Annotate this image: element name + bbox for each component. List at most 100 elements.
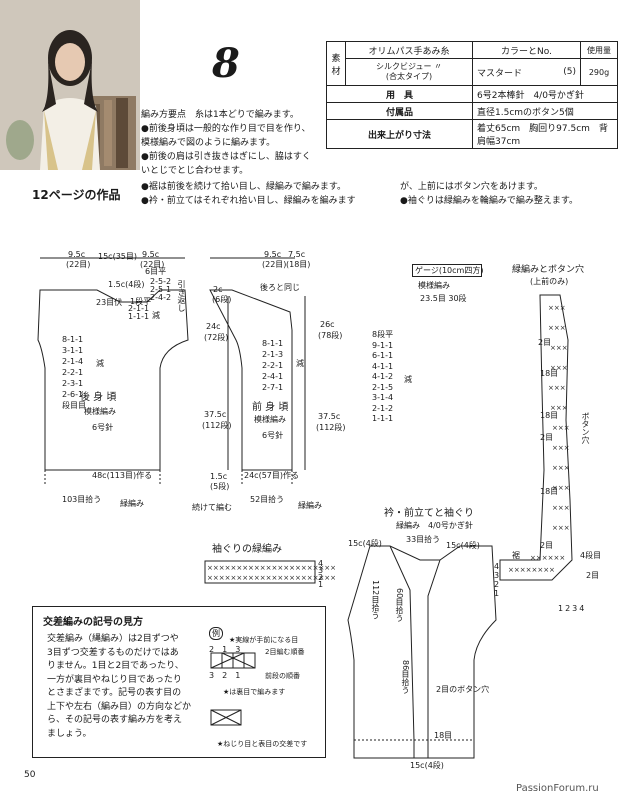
size-label: 出来上がり寸法 <box>326 119 473 149</box>
collar-top-right: 15c(4段) <box>446 541 480 550</box>
size-value: 着丈65cm 胸回り97.5cm 背肩幅37cm <box>472 119 618 149</box>
source-page: 12ページの作品 <box>32 188 121 202</box>
front-arm-h-rows: (72段) <box>204 333 229 342</box>
key-line: ましょう。 <box>47 728 92 739</box>
band-shoulder: 裾 <box>512 551 520 560</box>
collar-title: 衿・前立てと袖ぐり <box>384 508 474 519</box>
back-arm-row: 8-1-1 <box>62 335 84 344</box>
neck-dec-row: 6-1-1 <box>372 351 394 360</box>
instruction-line: いとじでとじ合わせます。 <box>141 166 249 176</box>
back-neck-sts: 23目伏 <box>96 298 123 307</box>
front-hem-pick: 52目拾う <box>250 495 285 504</box>
collar-neck-pick: 60目拾う <box>395 588 404 623</box>
front-arm-row: 8-1-1 <box>262 339 284 348</box>
instruction-line: ●衿・前立てはそれぞれ拾い目し、緑編みを編みます <box>141 196 356 206</box>
svg-text:×××: ××× <box>552 464 570 472</box>
key-note-1: ★実線が手前になる目 <box>229 636 299 644</box>
front-arm-row: 2-2-1 <box>262 361 284 370</box>
key-nums-bottom: 321 <box>209 671 248 680</box>
color-no: (5) <box>546 58 582 86</box>
band-row-num: 3 <box>494 571 500 580</box>
svg-text:×××: ××× <box>548 384 566 392</box>
band-label-5: 18目 <box>540 487 559 496</box>
collar-top-left: 15c(4段) <box>348 539 382 548</box>
band-label-6: 2目 <box>540 541 554 550</box>
neck-h1-rows: (78段) <box>318 331 343 340</box>
back-title: 後 身 頃 <box>80 392 117 403</box>
front-title: 前 身 頃 <box>252 402 289 413</box>
svg-text:×××: ××× <box>552 524 570 532</box>
back-dec-1: 2-5-2 <box>150 277 172 286</box>
key-line: ら、その記号の表す編み方を考え <box>47 715 183 725</box>
band-label-4: 2目 <box>540 433 554 442</box>
front-hem-h-rows: (5段) <box>210 482 230 491</box>
neck-dec-row: 2-1-2 <box>372 403 394 413</box>
key-note-4: ★は裏目で編みます <box>223 688 286 696</box>
color-name: マスタード <box>472 58 547 86</box>
back-top-right-rows: (22目) <box>140 260 165 269</box>
band-slip: 2目 <box>586 571 600 580</box>
key-num: 1 <box>222 645 236 654</box>
spec-table: 素材 オリムパス手あみ糸 カラーとNo. 使用量 シルクビジュー 〃 (合太タイ… <box>326 41 618 149</box>
key-num: 3 <box>209 671 223 680</box>
front-arm-row: 2-1-3 <box>262 350 284 359</box>
back-hem-pick: 103目拾う <box>62 495 102 504</box>
svg-text:×××: ××× <box>550 344 568 352</box>
yarn-name: シルクビジュー 〃 <box>376 62 442 71</box>
front-arm-h: 24c <box>206 322 221 331</box>
neck-dec-row: 2-1-5 <box>372 382 394 392</box>
back-neck-depth: 1.5c(4段) <box>108 280 145 289</box>
band-buttonhole: ボタン穴 <box>581 412 590 444</box>
back-neck-3: 1-1-1 <box>128 312 150 321</box>
neck-dec-row: 4-1-2 <box>372 372 394 381</box>
front-bottom: 24c(57目)作る <box>244 471 299 480</box>
armhole-row: 2 <box>318 573 324 582</box>
front-hem-stitch: 緑編み <box>298 501 322 510</box>
band-title: 緑編みとボタン穴 <box>512 265 585 275</box>
collar-hole-label: 2目のボタン穴 <box>436 685 490 694</box>
instructions: 編み方要点 糸は1本どりで編みます。 ●前後身頃は一般的な作り目で目を作り、 模… <box>141 108 421 178</box>
usage-value: 290g <box>580 58 618 86</box>
front-body-h-rows: (112段) <box>202 421 232 430</box>
front-hem-h: 1.5c <box>210 472 228 481</box>
key-line: 交差編み（縄編み）は2目ずつや <box>47 634 179 644</box>
instruction-line: ●前後身頃は一般的な作り目で目を作り、 <box>141 124 311 134</box>
svg-text:×××: ××× <box>552 504 570 512</box>
yarn-sub: (合太タイプ) <box>385 72 433 81</box>
back-top-right: 9.5c <box>142 250 160 259</box>
band-row-numbers: 4 3 2 1 <box>494 562 499 598</box>
collar-top-center: 33目拾う <box>406 535 441 544</box>
front-needle: 6号針 <box>262 431 284 440</box>
instruction-line: が、上前にはボタン穴をあけます。 <box>400 182 543 192</box>
front-top-rows: (6段) <box>212 295 232 304</box>
band-label-1: 2目 <box>538 338 552 347</box>
back-shoulder-flat: 6目平 <box>145 267 167 276</box>
svg-text:××××××××××××××××××××××: ×××××××××××××××××××××× <box>207 574 336 582</box>
armhole-rows: 4 3 2 1 <box>318 560 324 589</box>
svg-text:××××××××: ×××××××× <box>508 566 555 574</box>
armhole-row: 1 <box>318 580 324 589</box>
neck-dec-row: 1-1-1 <box>372 414 394 423</box>
key-title: 交差編みの記号の見方 <box>43 617 143 628</box>
band-row-num: 2 <box>494 580 500 589</box>
instruction-line: ●裾は前後を続けて拾い目し、緑編みで編みます。 <box>141 182 346 192</box>
svg-text:××××××: ×××××× <box>530 554 565 562</box>
instruction-line: 模様編みで図のように編みます。 <box>141 138 276 148</box>
front-top-right-rows: (18目) <box>286 260 311 269</box>
key-num: 1 <box>235 671 249 680</box>
neck-dec-row: 4-1-1 <box>372 361 394 371</box>
band-label-2: 18目 <box>540 369 559 378</box>
band-bottom-nums: 1234 <box>558 604 587 613</box>
back-dec-3: 2-4-2 <box>150 293 172 302</box>
neck-h1: 26c <box>320 320 335 329</box>
instructions-2: ●裾は前後を続けて拾い目し、緑編みで編みます。 ●衿・前立てはそれぞれ拾い目し、… <box>141 180 421 208</box>
back-side-return: 引き返し <box>177 280 186 312</box>
front-shoulder-note: 後ろと同じ <box>260 283 300 292</box>
svg-text:×××: ××× <box>552 484 570 492</box>
armhole-row: 3 <box>318 566 324 575</box>
neck-dec-label: 減 <box>404 375 412 384</box>
gauge-stitch: 模様編み <box>418 281 450 290</box>
svg-text:×××: ××× <box>550 364 568 372</box>
front-arm-row: 2-4-1 <box>262 372 284 381</box>
